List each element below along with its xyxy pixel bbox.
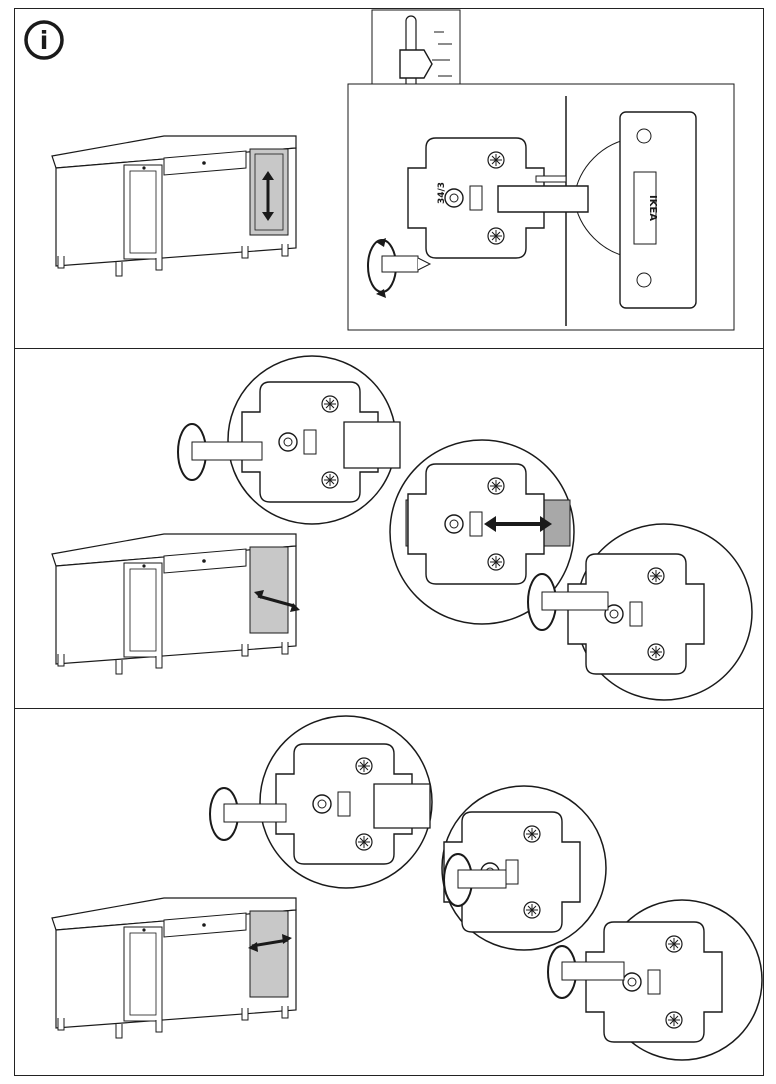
slide-arrow-icon <box>484 516 552 532</box>
magnified-hinge-4 <box>209 715 433 889</box>
section-2 <box>51 355 753 701</box>
hinge-detail-panel: 34/3 IKEA <box>347 83 735 331</box>
section-divider-1 <box>14 348 764 349</box>
section-1: 34/3 IKEA <box>51 9 735 331</box>
horizontal-adjust-arrow-icon <box>248 934 292 952</box>
desk-illustration-2 <box>51 533 300 675</box>
info-icon: i <box>24 20 64 60</box>
section-3 <box>51 715 763 1061</box>
vertical-adjust-arrow-icon <box>262 171 274 221</box>
horizontal-adjust-arrow-icon <box>254 590 300 612</box>
section-divider-2 <box>14 708 764 709</box>
page-frame <box>14 8 764 1076</box>
magnified-hinge-3 <box>527 523 753 701</box>
desk-illustration-3 <box>51 897 297 1039</box>
desk-illustration-1 <box>51 135 297 277</box>
magnified-hinge-1 <box>177 355 401 525</box>
svg-text:i: i <box>40 26 49 55</box>
magnified-hinge-5 <box>441 785 607 951</box>
svg-text:34/3: 34/3 <box>437 182 447 204</box>
screwdriver-turn-icon <box>367 238 432 298</box>
svg-text:IKEA: IKEA <box>647 195 658 221</box>
magnified-hinge-2 <box>389 439 575 625</box>
magnified-hinge-6 <box>547 899 763 1061</box>
